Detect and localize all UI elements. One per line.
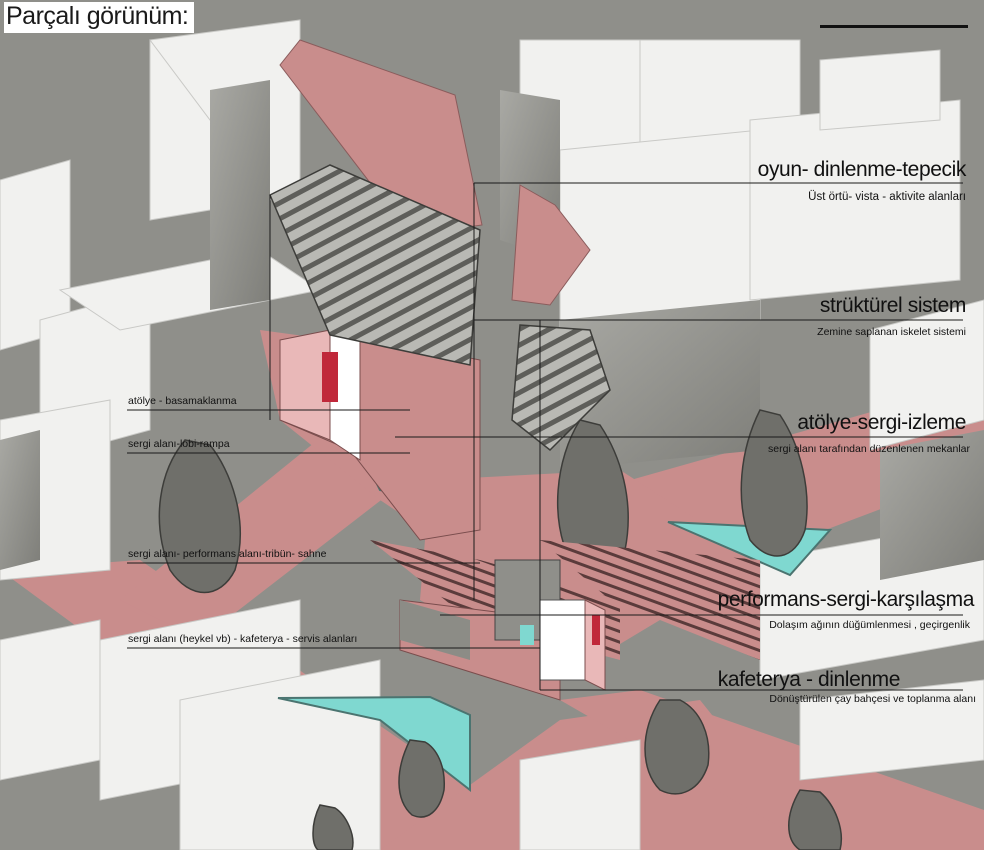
- label-sub-roof: Üst örtü- vista - aktivite alanları: [808, 191, 966, 203]
- label-left-lobby-ramp: sergi alanı-lobi-rampa: [128, 438, 230, 450]
- label-left-cafeteria-services: sergi alanı (heykel vb) - kafeterya - se…: [128, 633, 358, 645]
- drawing-title: Parçalı görünüm:: [4, 2, 195, 33]
- central-pavilion: [279, 329, 760, 701]
- roof-canopy: [279, 39, 591, 306]
- concrete-faces: [0, 80, 984, 580]
- label-heading-cafeteria: kafeterya - dinlenme: [717, 668, 901, 691]
- label-left-performance-stage: sergi alanı- performans alanı-tribün- sa…: [128, 548, 327, 560]
- label-heading-performance: performans-sergi-karşılaşma: [717, 588, 975, 611]
- label-heading-structure: strüktürel sistem: [819, 294, 966, 317]
- leader-lines: [127, 182, 963, 691]
- label-sub-performance: Dolaşım ağının düğümlenmesi , geçirgenli…: [769, 619, 970, 631]
- structural-frames: [269, 164, 611, 452]
- label-sub-structure: Zemine saplanan iskelet sistemi: [817, 326, 966, 338]
- label-sub-workshop: sergi alanı tarafından düzenlenen mekanl…: [768, 443, 970, 455]
- label-left-workshop-steps: atölye - basamaklanma: [128, 395, 237, 407]
- label-heading-workshop: atölye-sergi-izleme: [797, 411, 966, 434]
- scale-bar: [820, 25, 968, 28]
- label-heading-roof: oyun- dinlenme-tepecik: [757, 158, 967, 181]
- trees: [158, 409, 842, 850]
- label-sub-cafeteria: Dönüştürülen çay bahçesi ve toplanma ala…: [769, 693, 976, 705]
